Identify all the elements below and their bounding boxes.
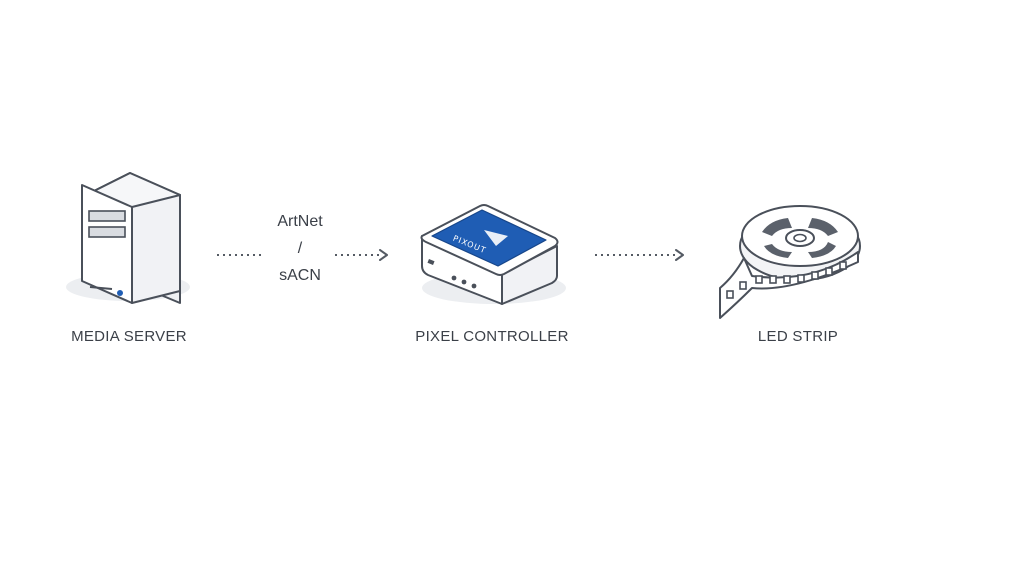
server-tower-icon: [66, 172, 190, 304]
protocol-sacn: sACN: [279, 267, 321, 284]
pixel-controller-label: PIXEL CONTROLLER: [415, 328, 569, 345]
protocol-label: ArtNet / sACN: [277, 208, 322, 289]
connector-dotted-line: [217, 254, 265, 256]
connector-arrow-to-strip: [595, 249, 684, 261]
connector-arrow-to-controller: [335, 249, 388, 261]
protocol-separator: /: [297, 240, 303, 257]
protocol-artnet: ArtNet: [277, 213, 323, 230]
media-server-label: MEDIA SERVER: [71, 328, 187, 345]
led-strip-reel-icon: [719, 205, 861, 319]
led-strip-label: LED STRIP: [757, 328, 839, 345]
controller-box-icon: [420, 204, 566, 305]
